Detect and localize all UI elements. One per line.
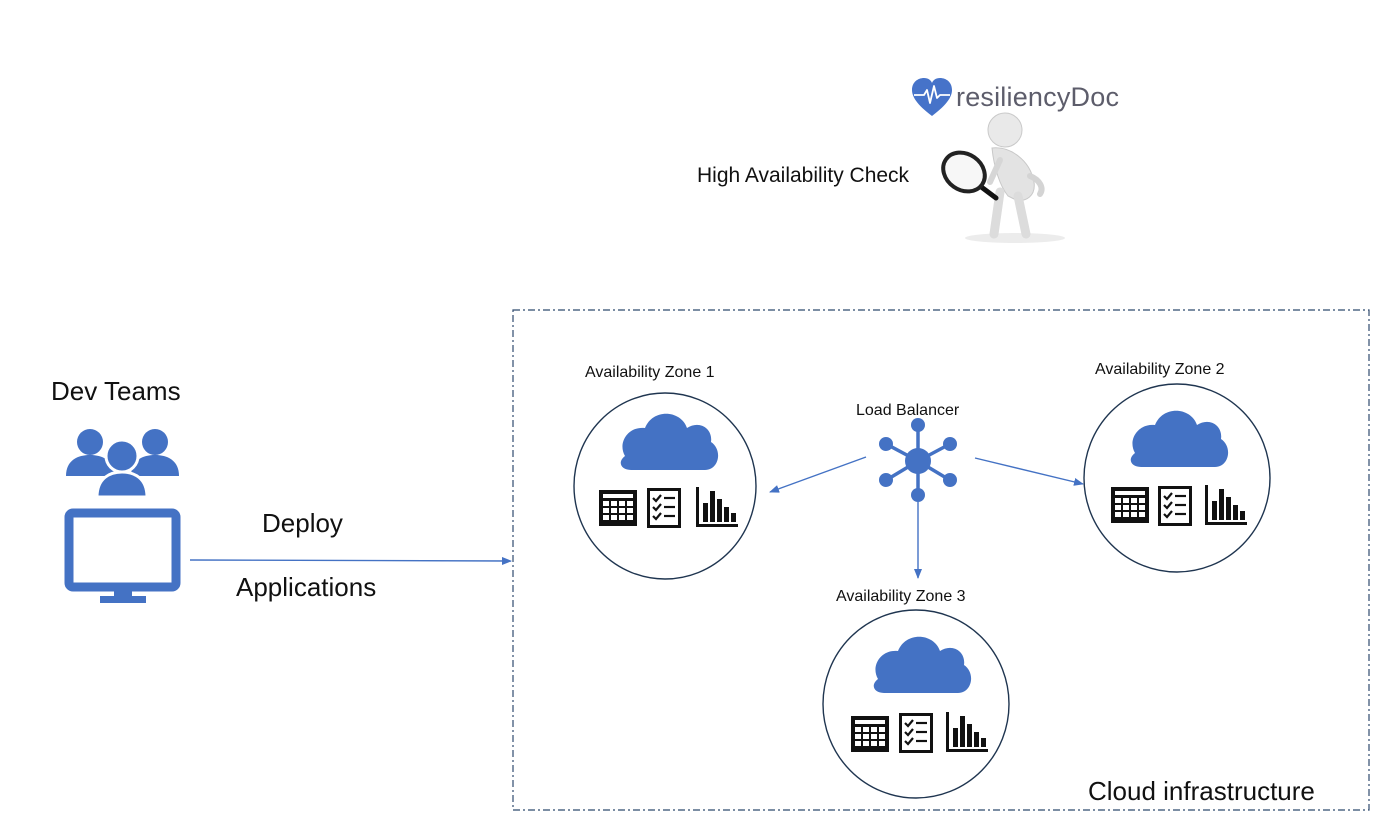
zone-3-label: Availability Zone 3	[836, 588, 966, 605]
brand-name: resiliencyDoc	[956, 82, 1120, 112]
users-icon	[66, 429, 179, 499]
table-grid-icon	[1111, 487, 1149, 523]
zone-3-circle	[822, 609, 1010, 799]
zone-2-circle	[1083, 383, 1271, 573]
zone-2-label: Availability Zone 2	[1095, 361, 1225, 378]
table-grid-icon	[851, 716, 889, 752]
high-availability-check-label: High Availability Check	[697, 164, 910, 187]
dev-teams-title: Dev Teams	[51, 376, 181, 406]
deploy-label: Deploy	[262, 508, 343, 538]
lb-arrow-zone-1	[769, 456, 867, 493]
zone-1-circle	[573, 392, 757, 580]
lb-arrow-zone-2	[974, 457, 1084, 486]
person-magnifier-icon	[941, 112, 1065, 243]
cloud-infrastructure-label: Cloud infrastructure	[1088, 776, 1315, 806]
heart-pulse-icon	[912, 78, 952, 116]
deploy-arrow	[189, 556, 512, 565]
bar-chart-icon	[1205, 485, 1247, 525]
cloud-icon	[620, 413, 719, 470]
zone-2-icons	[1111, 410, 1247, 526]
bar-chart-icon	[946, 712, 988, 752]
applications-label: Applications	[236, 572, 377, 602]
load-balancer-label: Load Balancer	[856, 402, 960, 419]
cloud-infrastructure-boundary	[512, 309, 1370, 811]
zone-1-icons	[599, 413, 738, 528]
zone-3-icons	[851, 636, 988, 753]
checklist-icon	[899, 713, 933, 753]
monitor-icon	[64, 508, 181, 603]
table-grid-icon	[599, 490, 637, 526]
checklist-icon	[647, 488, 681, 528]
cloud-icon	[873, 636, 972, 693]
bar-chart-icon	[696, 487, 738, 527]
network-hub-icon	[879, 418, 957, 502]
zone-1-label: Availability Zone 1	[585, 364, 715, 381]
cloud-icon	[1130, 410, 1229, 467]
checklist-icon	[1158, 486, 1192, 526]
